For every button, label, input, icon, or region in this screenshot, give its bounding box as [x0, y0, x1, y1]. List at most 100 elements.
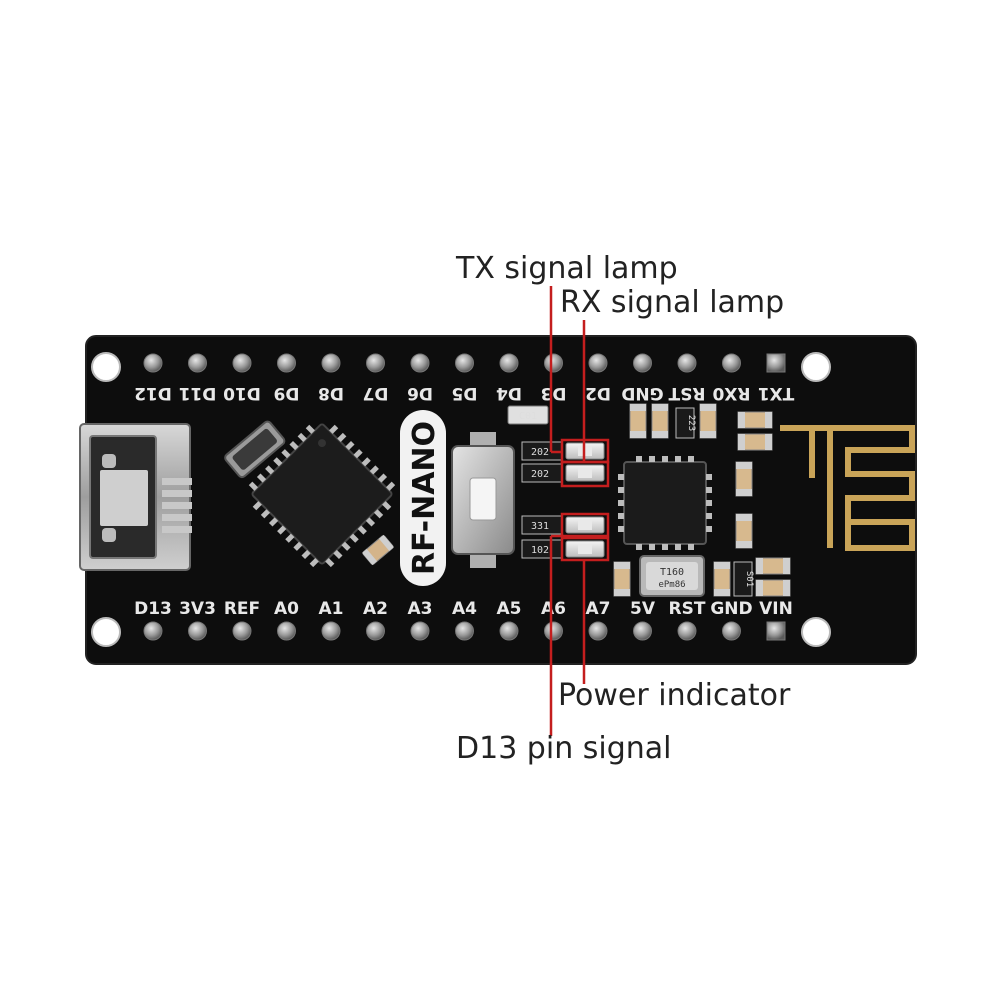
top-pin-label: D7	[363, 383, 389, 403]
mcu-pin	[277, 525, 287, 535]
bottom-pin-pad	[410, 621, 430, 641]
bottom-pin-pad	[766, 621, 786, 641]
top-pin-pad	[321, 353, 341, 373]
bottom-pin-pad	[455, 621, 474, 641]
rf-chip-pin	[706, 513, 712, 519]
svg-text:331: 331	[531, 521, 549, 532]
mcu-pin	[281, 449, 291, 459]
rf-chip-pin	[675, 456, 681, 462]
top-pin-label: D5	[452, 383, 478, 403]
tx-signal-lamp-label: TX signal lamp	[456, 251, 678, 286]
bottom-pin-pad	[188, 621, 207, 641]
top-pin-label: D11	[179, 383, 217, 403]
mcu-pin	[301, 549, 311, 560]
top-pin-pad	[677, 353, 697, 373]
rf-chip-pin	[618, 526, 624, 532]
bottom-pin-pad	[366, 621, 385, 641]
rf-chip-pin	[706, 526, 712, 532]
top-pin-pad	[499, 353, 519, 373]
mounting-holes	[91, 352, 831, 647]
top-pin-pad	[277, 353, 296, 373]
svg-text:202: 202	[531, 447, 549, 458]
rf-chip-pin	[688, 456, 694, 462]
rf-chip-pin	[618, 487, 624, 493]
bottom-pin-label: A1	[319, 599, 344, 619]
mcu-pin	[325, 557, 335, 568]
mcu-pin	[252, 501, 262, 511]
svg-text:202: 202	[531, 469, 549, 480]
rf-nano-logo: RF-NANO	[400, 410, 446, 586]
rf-chip-pin	[662, 544, 668, 550]
rf-chip-pin	[649, 456, 655, 462]
bottom-pin-label: A6	[541, 599, 566, 619]
bottom-pin-pad	[143, 621, 163, 641]
bottom-pin-label: GND	[710, 599, 752, 619]
top-pin-label: D6	[407, 383, 433, 403]
bottom-header-pins	[143, 621, 786, 641]
mcu-pin	[373, 509, 384, 519]
mcu-pin	[273, 457, 283, 467]
rf-chip-pin	[618, 474, 624, 480]
mcu-pin	[285, 533, 295, 543]
mcu-pin	[248, 481, 259, 491]
top-pin-pad	[766, 353, 786, 373]
top-pin-pad	[633, 353, 652, 373]
rf-crystal: T160 ePm86	[639, 555, 705, 597]
top-header-pins	[143, 353, 786, 373]
rf-chip-pin	[688, 544, 694, 550]
top-pin-pad	[588, 353, 608, 373]
mcu-crystal	[224, 420, 286, 479]
status-leds	[565, 442, 605, 558]
top-pin-pad	[722, 353, 741, 373]
bottom-pin-label: REF	[224, 599, 260, 619]
bottom-pin-label: 3V3	[179, 599, 216, 619]
svg-text:S01: S01	[744, 571, 754, 587]
top-pin-label: D9	[274, 383, 300, 403]
svg-text:223: 223	[686, 415, 696, 431]
bottom-pin-pad	[722, 621, 741, 641]
rf-chip-pin	[618, 513, 624, 519]
bottom-pin-label: RST	[669, 599, 706, 619]
top-pin-pad	[410, 353, 430, 373]
smd-components: 223 S01	[613, 403, 791, 597]
bottom-pin-label: A4	[452, 599, 477, 619]
svg-text:ePm86: ePm86	[658, 580, 685, 590]
top-pin-label: TX1	[758, 383, 795, 403]
mcu-pin	[268, 517, 279, 527]
d13-pin-signal-label: D13 pin signal	[456, 731, 672, 766]
top-pin-label: D8	[318, 383, 344, 403]
mcu-pin	[265, 465, 275, 475]
mcu-capacitor	[362, 534, 394, 566]
bottom-pin-pad	[232, 621, 252, 641]
mcu-pin	[345, 440, 355, 451]
mcu-pin	[377, 473, 388, 483]
power-indicator-label: Power indicator	[558, 678, 791, 713]
svg-text:C01: C01	[519, 411, 537, 422]
rf-chip-pin	[649, 544, 655, 550]
top-pin-label: D10	[223, 383, 261, 403]
mcu-pin	[260, 509, 271, 519]
rf-chip-pin	[706, 487, 712, 493]
rf-chip-pin	[636, 456, 642, 462]
mcu-pin	[361, 457, 371, 467]
mcu-pin	[353, 449, 363, 459]
capacitor-c01: C01	[507, 405, 549, 425]
rf-chip-pin	[706, 474, 712, 480]
micro-usb-connector	[79, 423, 192, 571]
top-pin-label: RST	[668, 383, 705, 403]
callout-leader-lines	[549, 286, 586, 736]
mcu-pin	[357, 525, 367, 535]
mcu-pin	[309, 557, 319, 568]
reset-button[interactable]	[451, 432, 515, 568]
rx-led	[565, 464, 605, 482]
top-pin-label: RX0	[712, 383, 750, 403]
mcu-pin	[337, 432, 347, 443]
rf-chip-pin	[618, 500, 624, 506]
main-microcontroller	[248, 423, 396, 568]
bottom-pin-pad	[277, 621, 296, 641]
mcu-pin	[329, 424, 339, 434]
top-pin-label: D2	[585, 383, 611, 403]
